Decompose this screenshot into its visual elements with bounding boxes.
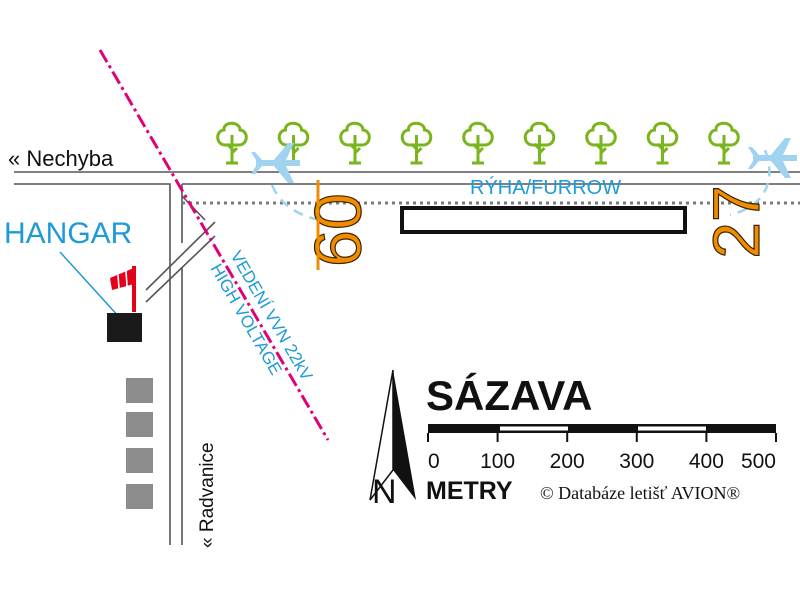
hangar-building xyxy=(107,313,142,342)
scale-tick-label: 300 xyxy=(619,450,654,473)
north-label: N xyxy=(372,473,397,511)
copyright: © Databáze letišť AVION® xyxy=(540,483,740,503)
road-label-nechyba: « Nechyba xyxy=(8,146,114,171)
hangar-label: HANGAR xyxy=(4,217,132,250)
tree-icon xyxy=(585,121,617,165)
roads xyxy=(14,171,800,545)
power-line xyxy=(98,49,330,441)
building xyxy=(126,378,153,403)
scale-tick-label: 500 xyxy=(741,450,776,473)
approach-path-west xyxy=(270,184,331,224)
hangar-leader-line xyxy=(59,251,121,319)
tree-icon xyxy=(646,121,679,165)
tree-icon xyxy=(708,121,740,165)
building xyxy=(126,448,153,473)
scale-tick-label: 400 xyxy=(689,450,724,473)
road-nechyba xyxy=(14,171,800,545)
scale-tick-label: 200 xyxy=(550,450,585,473)
tree-icon xyxy=(400,121,433,165)
tree-icon xyxy=(339,121,371,165)
windsock-icon xyxy=(110,266,136,312)
airplane-west-icon xyxy=(251,143,300,183)
north-arrow-icon: N xyxy=(369,369,416,511)
scale-tick-label: 100 xyxy=(480,450,515,473)
building xyxy=(126,484,153,509)
building-column xyxy=(126,378,153,509)
tree-row xyxy=(216,121,740,165)
airplane-east-icon xyxy=(748,138,797,178)
scale-tick-label: 0 xyxy=(428,450,440,473)
tree-icon xyxy=(462,121,494,165)
runway xyxy=(400,206,687,234)
scale-segment-1 xyxy=(500,426,568,431)
airfield-title: SÁZAVA xyxy=(426,372,592,419)
tree-icon xyxy=(523,121,556,165)
scale-unit: METRY xyxy=(426,477,513,505)
furrow-label: RÝHA/FURROW xyxy=(470,176,621,199)
runway-designator-east: 27 xyxy=(699,185,773,258)
scale-bar: 0 100 200 300 400 500 xyxy=(427,424,777,473)
runway-designator-west: 09 xyxy=(301,193,375,266)
road-label-radvanice: « Radvanice xyxy=(197,442,218,548)
building xyxy=(126,412,153,437)
road-hangar-branch xyxy=(145,195,216,303)
tree-icon xyxy=(216,121,248,165)
scale-segment-3 xyxy=(638,426,706,431)
